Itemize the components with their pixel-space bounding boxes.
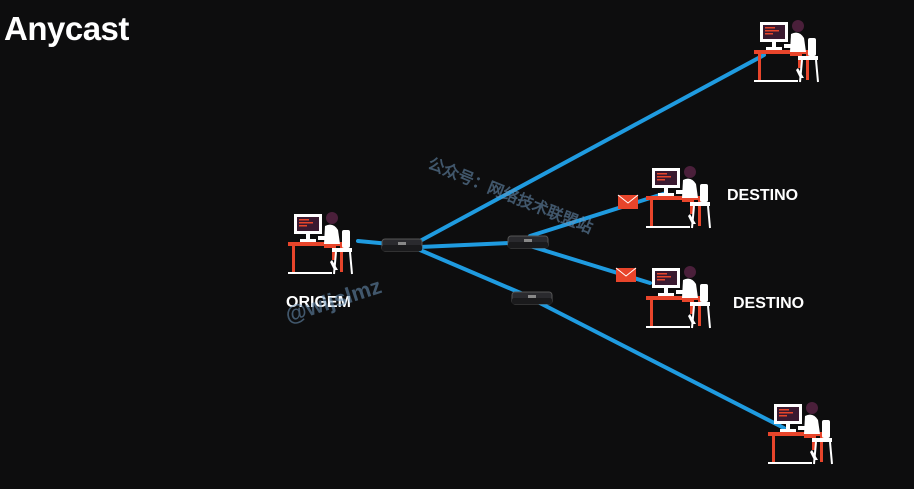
origin-label: ORIGEM — [286, 294, 351, 311]
link-router1-router3 — [418, 248, 532, 299]
destination-label: DESTINO — [727, 187, 799, 204]
destination-label: DESTINO — [733, 295, 805, 312]
link-router1-top-dest — [418, 53, 766, 243]
link-router1-router2 — [418, 241, 512, 249]
page-title: Anycast — [4, 10, 129, 47]
router-icon — [511, 291, 553, 305]
computer-user-icon — [767, 401, 833, 465]
envelope-icon — [615, 267, 637, 283]
envelope-icon — [617, 194, 639, 210]
link-router3-bottom-dest — [530, 297, 786, 430]
router-icon — [381, 238, 423, 252]
computer-user-icon — [645, 265, 711, 329]
computer-user-icon — [287, 211, 353, 275]
computer-user-icon — [753, 19, 819, 83]
computer-user-icon — [645, 165, 711, 229]
router-icon — [507, 235, 549, 249]
link-router2-dest1 — [528, 191, 668, 238]
